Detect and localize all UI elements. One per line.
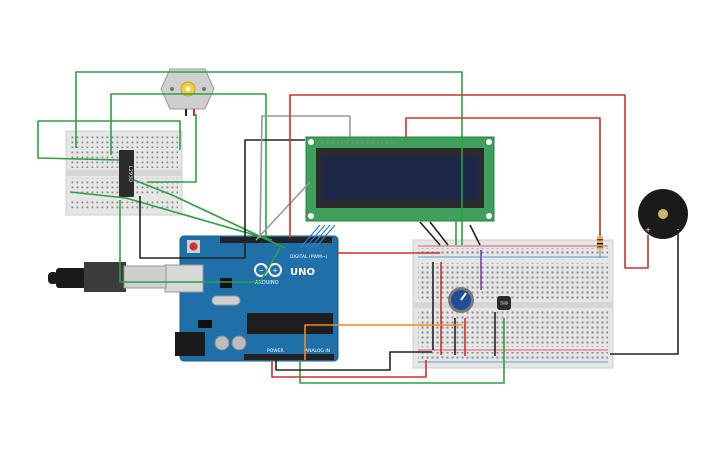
buzzer-minus-label: - [677,226,680,234]
buzzer-icon[interactable]: + - [638,189,688,239]
wire-blue[interactable] [314,224,336,249]
arduino-brand-label: ARDUINO [255,280,279,286]
temperature-sensor[interactable]: TMP [497,296,511,310]
wire-green[interactable] [110,93,267,240]
wire-blue[interactable] [304,224,326,249]
potentiometer-icon[interactable] [448,287,474,313]
small-breadboard[interactable] [65,130,183,216]
wire-black[interactable] [610,232,679,355]
wire-red[interactable] [289,94,649,269]
wire-black[interactable] [469,224,481,246]
wire-red[interactable] [271,360,427,378]
wire-gray[interactable] [259,115,351,239]
power-pins-label: POWER [267,348,284,354]
motor-driver-chip[interactable]: L293D [119,150,134,197]
wire-green[interactable] [119,200,281,283]
power-jack [175,332,205,356]
atmega-chip [247,313,333,334]
motor-driver-chip-label: L293D [127,166,133,182]
wire-green[interactable] [69,191,273,241]
wires [37,71,679,384]
wire-blue[interactable] [309,224,331,249]
arduino-model-label: UNO [290,267,315,278]
lcd-screen [321,156,479,200]
wire-black[interactable] [139,139,305,259]
reset-button-icon[interactable] [187,240,200,253]
wire-black[interactable] [275,351,432,371]
wire-green[interactable] [148,114,197,183]
wire-gray[interactable] [255,181,311,241]
wire-red[interactable] [405,117,601,236]
wire-orange[interactable] [304,324,462,360]
resistor-icon[interactable] [597,232,603,258]
arduino-uno-board[interactable]: − + UNO ARDUINO DIGITAL (PWM~) POWER ANA… [164,235,339,362]
digital-pins-label: DIGITAL (PWM~) [290,254,328,260]
wire-green[interactable] [38,120,181,150]
wire-blue[interactable] [299,224,321,249]
lcd-display[interactable] [305,136,495,222]
svg-text:+: + [272,267,278,275]
wire-black[interactable] [419,221,441,246]
dc-motor-icon[interactable] [160,68,215,116]
temperature-sensor-label: TMP [499,301,509,306]
analog-pins-label: ANALOG IN [305,348,330,354]
svg-text:−: − [258,267,264,275]
wire-green[interactable] [299,318,505,384]
wire-green[interactable] [75,71,463,245]
main-breadboard[interactable] [412,239,614,369]
wire-green[interactable] [37,121,120,161]
buzzer-plus-label: + [645,226,651,234]
usb-port [164,264,204,293]
wire-green[interactable] [133,179,286,249]
usb-cable-icon[interactable] [48,262,167,292]
wire-black[interactable] [429,221,449,246]
